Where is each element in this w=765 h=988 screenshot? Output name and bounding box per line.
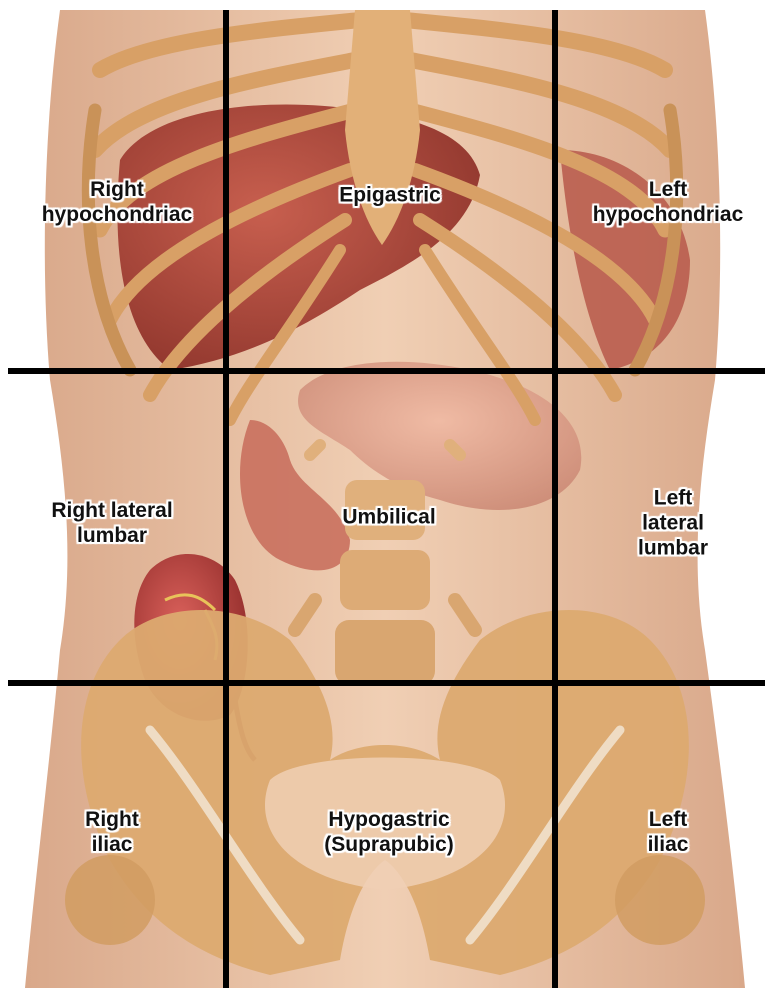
vertical-line-left-midclavicular: [552, 10, 558, 988]
label-epigastric: Epigastric: [339, 183, 441, 208]
vertical-line-right-midclavicular: [223, 10, 229, 988]
label-umbilical: Umbilical: [342, 505, 435, 530]
horizontal-line-intertubercular: [8, 680, 765, 686]
horizontal-line-subcostal: [8, 368, 765, 374]
label-hypogastric: Hypogastric (Suprapubic): [324, 807, 454, 857]
label-left-lateral-lumbar: Left lateral lumbar: [627, 486, 719, 561]
label-left-iliac: Left iliac: [648, 807, 689, 857]
label-right-iliac: Right iliac: [85, 807, 139, 857]
label-right-hypochondriac: Right hypochondriac: [42, 177, 193, 227]
label-left-hypochondriac: Left hypochondriac: [593, 177, 744, 227]
label-right-lateral-lumbar: Right lateral lumbar: [51, 498, 172, 548]
